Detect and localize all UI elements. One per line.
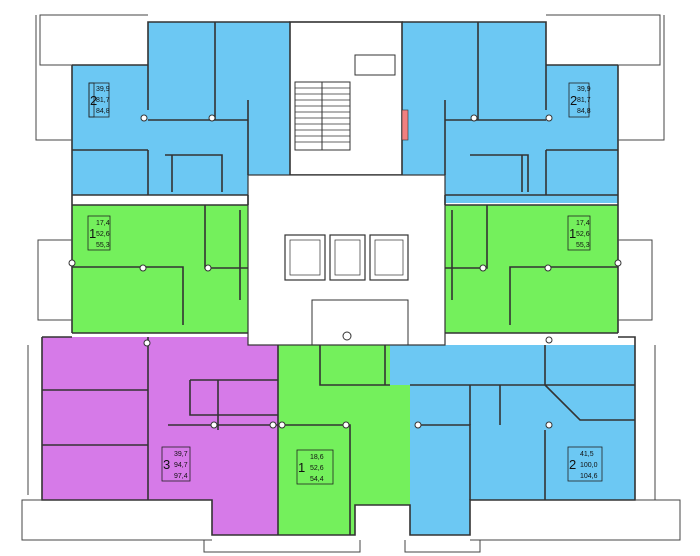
unit-useful-area: 52,6: [96, 231, 110, 238]
unit-label-top-right: 2 39,9 81,7 84,8: [568, 82, 591, 118]
elevator-hall: [247, 174, 446, 346]
unit-useful-area: 94,7: [174, 462, 188, 469]
unit-living-area: 17,4: [576, 220, 590, 227]
unit-living-area: 39,9: [96, 86, 110, 93]
unit-total-area: 84,8: [577, 108, 591, 115]
unit-rooms: 1: [569, 226, 576, 241]
unit-useful-area: 81,7: [96, 97, 110, 104]
unit-label-top-left: 2 39,9 81,7 84,8: [88, 82, 110, 118]
unit-mid-right-fill[interactable]: [445, 205, 618, 333]
unit-living-area: 39,9: [577, 86, 591, 93]
unit-useful-area: 52,6: [576, 231, 590, 238]
unit-bottom-right-fill[interactable]: [390, 345, 635, 535]
unit-rooms: 1: [298, 460, 305, 475]
interior-walls: [42, 22, 635, 535]
unit-bottom-center-fill[interactable]: [278, 345, 410, 535]
fixture-markers: [68, 114, 622, 429]
unit-label-mid-left: 1 17,4 52,6 55,3: [87, 215, 111, 251]
unit-total-area: 55,3: [96, 242, 110, 249]
unit-label-bottom-right: 2 41,5 100,0 104,6: [567, 446, 603, 482]
balcony-outlines: [21, 14, 681, 553]
unit-rooms: 1: [89, 226, 96, 241]
unit-living-area: 18,6: [310, 454, 324, 461]
unit-label-bottom-center: 1 18,6 52,6 54,4: [296, 449, 334, 485]
stair-core: [289, 21, 409, 176]
unit-useful-area: 81,7: [577, 97, 591, 104]
unit-rooms: 3: [163, 457, 170, 472]
unit-total-area: 55,3: [576, 242, 590, 249]
unit-total-area: 104,6: [580, 473, 598, 480]
unit-bottom-left-fill[interactable]: [42, 337, 278, 535]
unit-rooms: 2: [570, 93, 577, 108]
unit-total-area: 97,4: [174, 473, 188, 480]
unit-label-mid-right: 1 17,4 52,6 55,3: [567, 215, 591, 251]
unit-useful-area: 52,6: [310, 465, 324, 472]
unit-total-area: 54,4: [310, 476, 324, 483]
unit-top-right-fill[interactable]: [402, 22, 618, 203]
unit-living-area: 17,4: [96, 220, 110, 227]
unit-living-area: 39,7: [174, 451, 188, 458]
unit-mid-left-fill[interactable]: [72, 205, 248, 333]
unit-useful-area: 100,0: [580, 462, 598, 469]
unit-total-area: 84,8: [96, 108, 110, 115]
unit-living-area: 41,5: [580, 451, 594, 458]
unit-label-bottom-left: 3 39,7 94,7 97,4: [161, 446, 191, 482]
unit-rooms: 2: [569, 457, 576, 472]
unit-rooms: 2: [90, 93, 97, 108]
outer-walls: [41, 21, 636, 536]
